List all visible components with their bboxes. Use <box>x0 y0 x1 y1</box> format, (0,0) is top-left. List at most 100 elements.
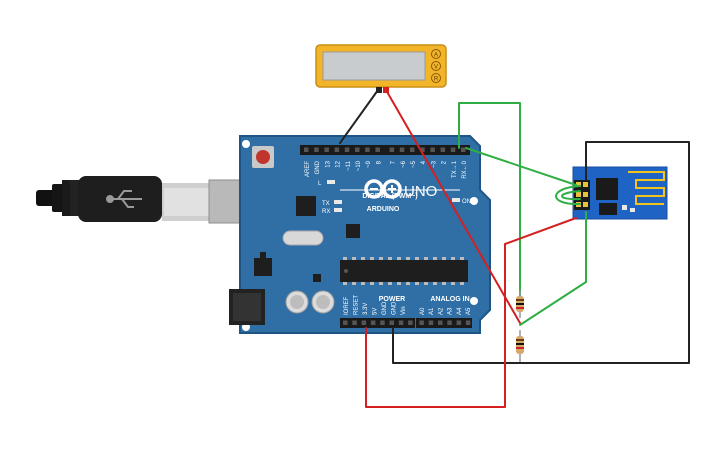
pin-hole[interactable] <box>324 147 329 153</box>
pin-hole[interactable] <box>430 147 435 153</box>
pin-hole[interactable] <box>456 320 462 326</box>
wire-green-esp[interactable] <box>519 211 587 326</box>
pin-hole[interactable] <box>420 147 425 153</box>
esp-pin-header <box>574 180 590 210</box>
pin-hole[interactable] <box>355 147 360 153</box>
chip-pin <box>370 257 374 260</box>
wire-red-3v3[interactable] <box>365 217 577 408</box>
chip-pin <box>433 257 437 260</box>
esp-flash <box>599 203 617 215</box>
resistor-1[interactable] <box>516 290 524 318</box>
pin-hole[interactable] <box>370 320 376 326</box>
chip-pin <box>460 257 464 260</box>
power-pin-label: IOREF <box>344 296 350 315</box>
svg-text:L: L <box>318 181 322 187</box>
reset-button[interactable] <box>252 146 274 168</box>
pin-hole[interactable] <box>440 147 446 153</box>
knob-a[interactable]: A <box>431 49 441 59</box>
pin-hole[interactable] <box>389 147 395 153</box>
pin-hole[interactable] <box>461 147 466 153</box>
power-pin-label: Vin <box>401 306 407 315</box>
chip-pin <box>451 282 455 285</box>
digital-pin-label: RX←0 <box>462 160 468 178</box>
capacitor-2 <box>311 290 335 314</box>
digital-pin-label: 7 <box>391 160 397 164</box>
analog-pin-label: A0 <box>420 307 426 315</box>
dc-power-jack <box>229 289 265 325</box>
led-rx: RX <box>322 208 342 215</box>
wire-green-tx[interactable] <box>458 102 521 301</box>
mount-hole <box>242 140 250 148</box>
svg-text:ON: ON <box>462 199 471 205</box>
led-l: L <box>318 180 335 187</box>
resistor-2[interactable] <box>516 330 524 362</box>
pin-hole[interactable] <box>465 320 471 326</box>
pin-hole[interactable] <box>438 320 443 326</box>
chip-pin <box>361 257 365 260</box>
chip-pin <box>343 257 347 260</box>
pin-hole[interactable] <box>419 320 424 326</box>
analog-pin-label: A1 <box>429 307 435 315</box>
multimeter[interactable]: A V R <box>315 44 447 93</box>
pin-hole[interactable] <box>375 147 380 153</box>
wire-red-meter[interactable] <box>385 89 521 324</box>
pin-hole[interactable] <box>408 320 413 326</box>
knob-r[interactable]: R <box>431 73 441 83</box>
small-chip <box>346 224 360 238</box>
chip-pin <box>433 282 437 285</box>
svg-text:R: R <box>434 77 439 83</box>
digital-pin-label: ~10 <box>356 160 362 171</box>
pin-hole[interactable] <box>334 147 340 153</box>
wire-green-loop-2[interactable] <box>561 190 581 201</box>
chip-pin <box>442 282 446 285</box>
wire-black-ground[interactable] <box>392 141 690 364</box>
pin-hole[interactable] <box>389 320 395 326</box>
pin-hole[interactable] <box>352 320 357 326</box>
pin-hole[interactable] <box>428 320 434 326</box>
power-header <box>340 318 415 328</box>
power-section-label: POWER <box>379 296 405 303</box>
wire-green-loop[interactable] <box>555 185 581 206</box>
esp8266-module[interactable] <box>572 166 668 220</box>
analog-section-label: ANALOG IN <box>430 296 469 303</box>
chip-pin <box>352 282 356 285</box>
pin-hole[interactable] <box>343 320 348 326</box>
pin-hole[interactable] <box>399 147 405 153</box>
power-pin-label: 5V <box>373 308 379 315</box>
arduino-logo-icon <box>364 179 402 199</box>
chip-pin <box>397 282 401 285</box>
chip-pin <box>424 257 428 260</box>
chip-pin <box>388 282 392 285</box>
atmega-chip <box>340 257 468 285</box>
chip-pin <box>352 257 356 260</box>
pin-hole[interactable] <box>314 147 319 153</box>
usb-icon <box>106 190 142 208</box>
svg-text:TX: TX <box>322 201 330 207</box>
chip-pin <box>406 282 410 285</box>
pin-hole[interactable] <box>410 147 415 153</box>
analog-pin-label: A3 <box>448 307 454 315</box>
pin-hole[interactable] <box>450 147 456 153</box>
analog-pin-label: A2 <box>438 307 444 315</box>
pin-hole[interactable] <box>361 320 367 326</box>
chip-pin <box>379 282 383 285</box>
pin-hole[interactable] <box>447 320 452 326</box>
pin-hole[interactable] <box>380 320 385 326</box>
wire-black-meter[interactable] <box>339 89 379 144</box>
usb-chip <box>296 196 316 216</box>
pin-hole[interactable] <box>344 147 350 153</box>
power-pin-label: GND <box>382 301 388 315</box>
led-tx: TX <box>322 200 342 207</box>
chip-pin <box>397 257 401 260</box>
mount-hole <box>470 297 478 305</box>
pin-hole[interactable] <box>398 320 404 326</box>
pin-hole[interactable] <box>365 147 370 153</box>
knob-v[interactable]: V <box>431 61 441 71</box>
power-pin-label: 3.3V <box>363 303 369 315</box>
wire-green-rx[interactable] <box>465 147 577 186</box>
usb-cable[interactable] <box>36 176 212 222</box>
pin-hole[interactable] <box>304 147 309 153</box>
digital-pin-label: AREF <box>305 161 311 177</box>
svg-text:A: A <box>434 53 438 59</box>
